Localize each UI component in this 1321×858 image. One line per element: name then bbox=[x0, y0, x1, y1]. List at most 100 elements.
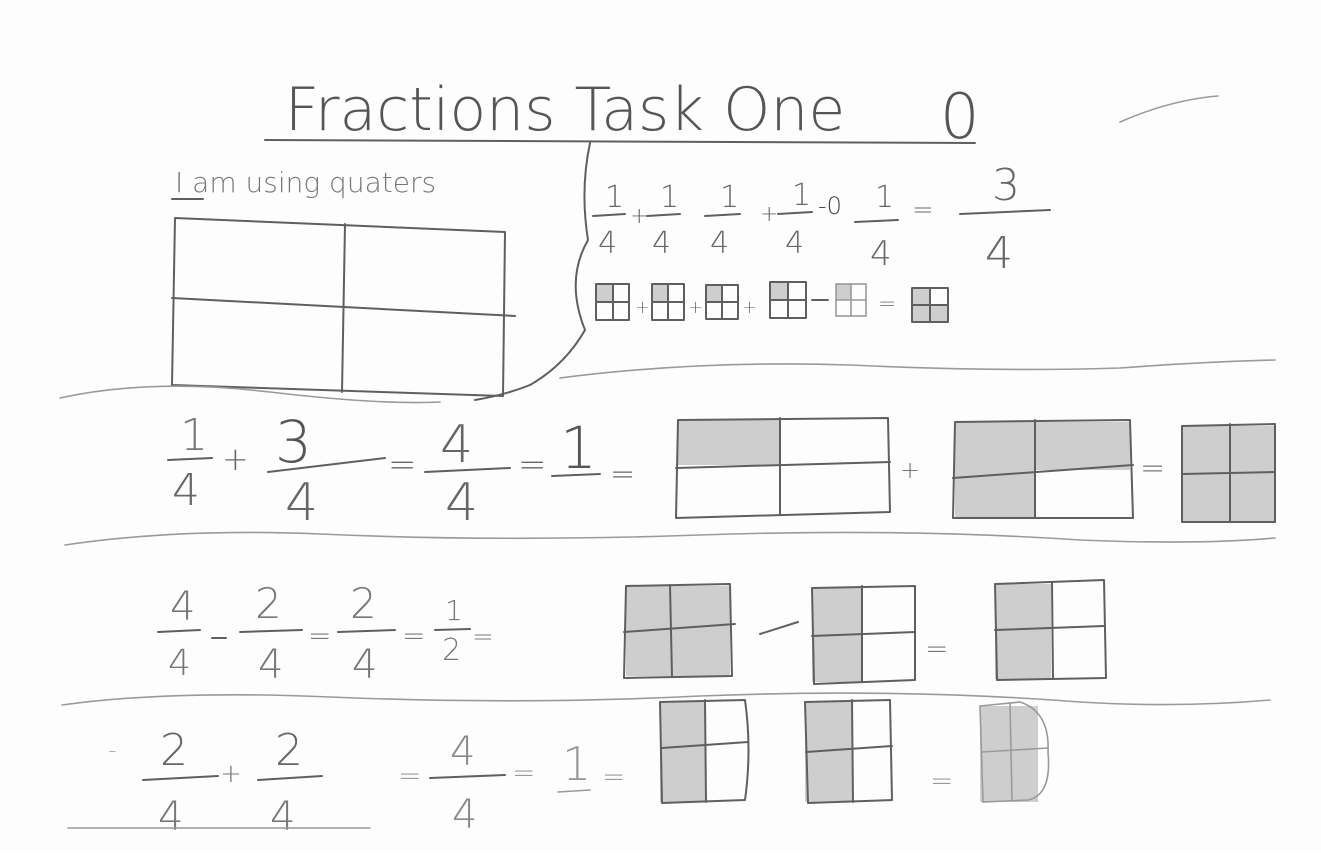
s4-op4: = bbox=[602, 760, 625, 793]
s3-bar2 bbox=[239, 629, 303, 633]
s1-op4: = bbox=[912, 195, 934, 225]
s2-d2: 4 bbox=[285, 473, 318, 533]
separator-2 bbox=[64, 531, 1276, 546]
s4-whole-underline bbox=[557, 789, 591, 793]
s3-bar3 bbox=[337, 629, 396, 633]
s2-bar2 bbox=[267, 457, 386, 473]
s1-bar3 bbox=[704, 213, 741, 217]
s1-grid1 bbox=[595, 283, 630, 321]
s2-op3: = bbox=[518, 445, 547, 485]
s2-rect3 bbox=[1181, 423, 1276, 523]
s1-n4: 1 bbox=[792, 178, 811, 213]
s3-d3: 4 bbox=[352, 642, 377, 688]
s1-op1: + bbox=[630, 204, 648, 229]
svg-text:—: — bbox=[776, 625, 778, 627]
s4-n3: 4 bbox=[450, 729, 475, 775]
s2-d1: 4 bbox=[172, 465, 200, 516]
s1-op3: -0 bbox=[818, 192, 842, 220]
s1-grid3 bbox=[705, 284, 739, 320]
s3-op3: = bbox=[402, 619, 425, 652]
separator-3 bbox=[61, 692, 1271, 706]
s3-op2: = bbox=[308, 619, 331, 652]
s1-bar1 bbox=[592, 213, 626, 217]
s3-op4: = bbox=[472, 622, 494, 652]
s4-op1: + bbox=[220, 759, 242, 789]
section4-equation: - 2 4 + 2 4 = 4 4 = 1 = bbox=[108, 725, 625, 840]
title-mark: 0 bbox=[940, 80, 979, 153]
s1-d6: 4 bbox=[985, 228, 1013, 279]
s2-n3: 4 bbox=[440, 415, 473, 475]
s4-n2: 2 bbox=[275, 725, 303, 776]
section4-visual: = bbox=[659, 699, 1050, 804]
s2-rect2 bbox=[952, 419, 1134, 519]
section2-visual: + = bbox=[675, 417, 1276, 523]
s4-vop1: = bbox=[930, 764, 953, 797]
s4-d2: 4 bbox=[270, 794, 295, 840]
s2-bar1 bbox=[167, 457, 213, 461]
s2-d3: 4 bbox=[445, 473, 478, 533]
s3-d2: 4 bbox=[258, 642, 283, 688]
note-text: I am using quaters bbox=[175, 166, 436, 199]
s3-bar1 bbox=[157, 629, 201, 633]
s1-n5: 1 bbox=[875, 180, 894, 215]
s4-n1: 2 bbox=[160, 725, 188, 776]
s1-bar4 bbox=[777, 211, 813, 215]
s4-op0: - bbox=[108, 736, 117, 764]
s1-grid4 bbox=[769, 281, 807, 319]
s2-whole-underline bbox=[551, 473, 601, 477]
s1-n2: 1 bbox=[660, 180, 679, 215]
s1-d1: 4 bbox=[598, 226, 617, 261]
s4-bar1 bbox=[142, 775, 219, 781]
s3-vop1 bbox=[759, 621, 799, 635]
s3-n1: 4 bbox=[170, 584, 195, 630]
s4-whole: 1 bbox=[562, 737, 591, 791]
title-underline bbox=[264, 139, 976, 144]
s3-grid1 bbox=[623, 583, 736, 679]
s2-vop1: + bbox=[900, 456, 920, 484]
section1-equation: 1 4 + 1 4 1 4 + 1 4 -0 1 4 = 3 4 bbox=[592, 160, 1051, 279]
s2-bar3 bbox=[424, 467, 511, 473]
s3-bar4 bbox=[434, 628, 471, 631]
s3-n4: 1 bbox=[445, 594, 463, 627]
s3-d4: 2 bbox=[442, 633, 461, 668]
s1-d2: 4 bbox=[652, 226, 671, 261]
s1-bar2 bbox=[646, 213, 681, 217]
s3-d1: 4 bbox=[168, 643, 191, 684]
s2-op1: + bbox=[222, 440, 249, 478]
s1-bar5 bbox=[854, 219, 899, 223]
s4-grid3 bbox=[979, 701, 1050, 803]
s2-n1: 1 bbox=[180, 410, 208, 461]
stray-mark bbox=[1119, 95, 1219, 123]
s1-grid5 bbox=[835, 283, 867, 317]
s4-bar3 bbox=[429, 774, 506, 779]
svg-text:-: - bbox=[230, 643, 231, 645]
s1-d3: 4 bbox=[710, 226, 729, 261]
quarters-grid bbox=[171, 217, 516, 397]
divider-curve bbox=[474, 142, 591, 401]
s1-d4: 4 bbox=[785, 226, 804, 261]
separator-1 bbox=[59, 359, 1276, 404]
section1-visual: + + + = bbox=[595, 281, 949, 323]
s3-n3: 2 bbox=[350, 579, 377, 628]
s3-n2: 2 bbox=[255, 579, 282, 628]
s1-vop1: + bbox=[635, 297, 650, 318]
section2-equation: 1 4 + 3 4 = 4 4 = 1 = bbox=[167, 408, 635, 533]
s2-op4: = bbox=[610, 457, 635, 492]
s2-op2: = bbox=[388, 445, 417, 485]
s2-n2: 3 bbox=[275, 408, 312, 476]
s1-grid2 bbox=[651, 283, 685, 321]
s4-grid2 bbox=[804, 699, 893, 804]
section3-equation: 4 4 - 2 4 = 2 4 = 1 2 = bbox=[157, 579, 494, 688]
s4-grid1 bbox=[659, 699, 750, 804]
s1-n6: 3 bbox=[992, 160, 1020, 211]
s4-op2: = bbox=[398, 759, 421, 792]
s3-grid2 bbox=[811, 585, 916, 685]
s2-vop2: = bbox=[1140, 451, 1165, 486]
s3-vop2: = bbox=[925, 632, 948, 665]
s4-d1: 4 bbox=[158, 794, 183, 840]
s1-vop3: + bbox=[742, 297, 757, 318]
s1-bar6 bbox=[959, 209, 1051, 215]
s1-d5: 4 bbox=[870, 234, 892, 274]
